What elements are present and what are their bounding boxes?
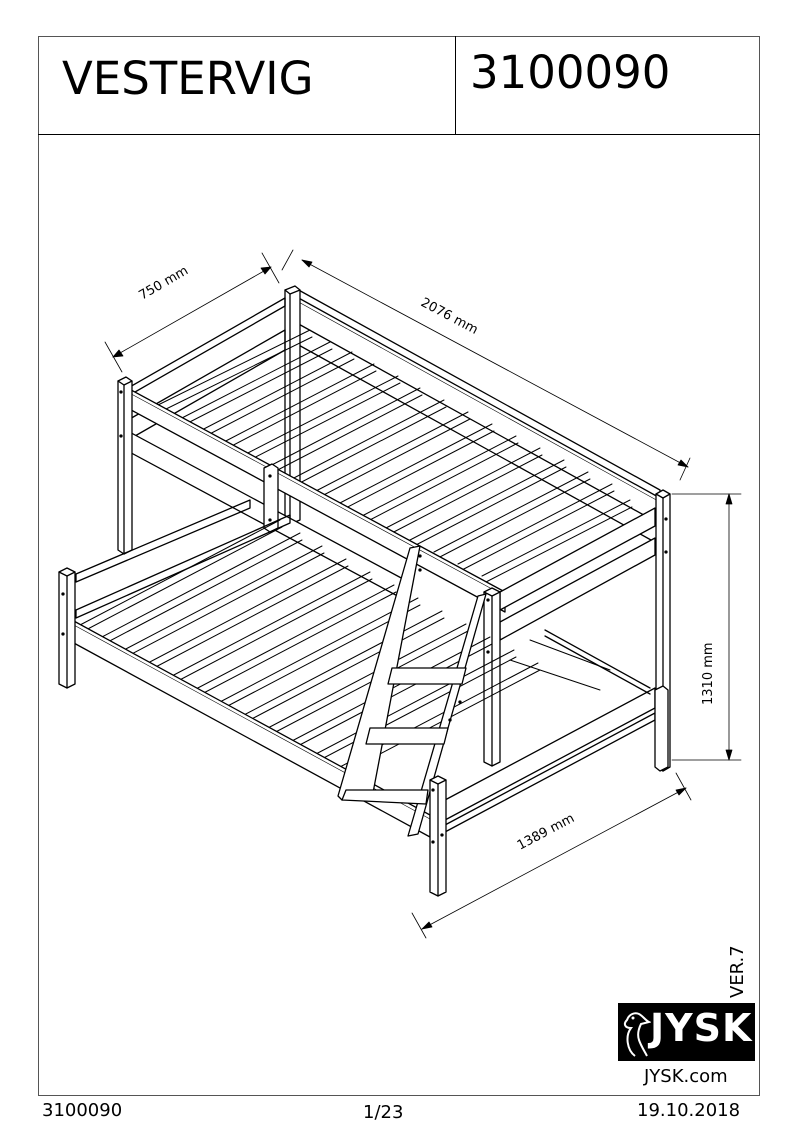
title-block [38,36,760,135]
lower-right-end-rails [444,629,656,833]
page-frame [38,36,760,1096]
ladder [337,545,487,837]
footer-page-number: 1/23 [363,1102,404,1123]
footer-product-number: 3100090 [42,1100,123,1121]
dimension-2076 [281,249,691,481]
lower-back-rails [75,499,291,619]
upper-slats [157,329,633,584]
website-link[interactable]: JYSK.com [644,1066,728,1087]
dimension-750 [104,252,280,373]
dimension-label-2076: 2076 mm [418,295,480,338]
upper-front-left-post [117,376,133,555]
dimension-1389 [411,772,692,939]
dimension-label-1389: 1389 mm [515,811,577,854]
product-name: VESTERVIG [62,52,314,105]
footer-date: 19.10.2018 [637,1100,741,1121]
lower-slats [79,519,611,776]
upper-right-end-rails [499,507,656,641]
dimension-1310 [671,493,742,761]
dimension-label-1310: 1310 mm [701,642,716,705]
dimension-label-750: 750 mm [137,263,192,303]
logo-text: JYSK [650,1006,753,1050]
bird-icon [623,1012,651,1057]
title-block-divider [455,36,456,135]
version-label: VER.7 [727,945,748,998]
jysk-logo: JYSK [618,1003,755,1061]
bunk-bed-drawing: 750 mm 2076 mm 1310 mm 1389 mm [58,249,742,939]
lower-back-right-post [654,685,669,772]
lower-front-left-post [58,567,76,689]
product-number: 3100090 [470,46,671,99]
lower-front-right-post [429,775,447,897]
middle-right-post [483,587,501,767]
